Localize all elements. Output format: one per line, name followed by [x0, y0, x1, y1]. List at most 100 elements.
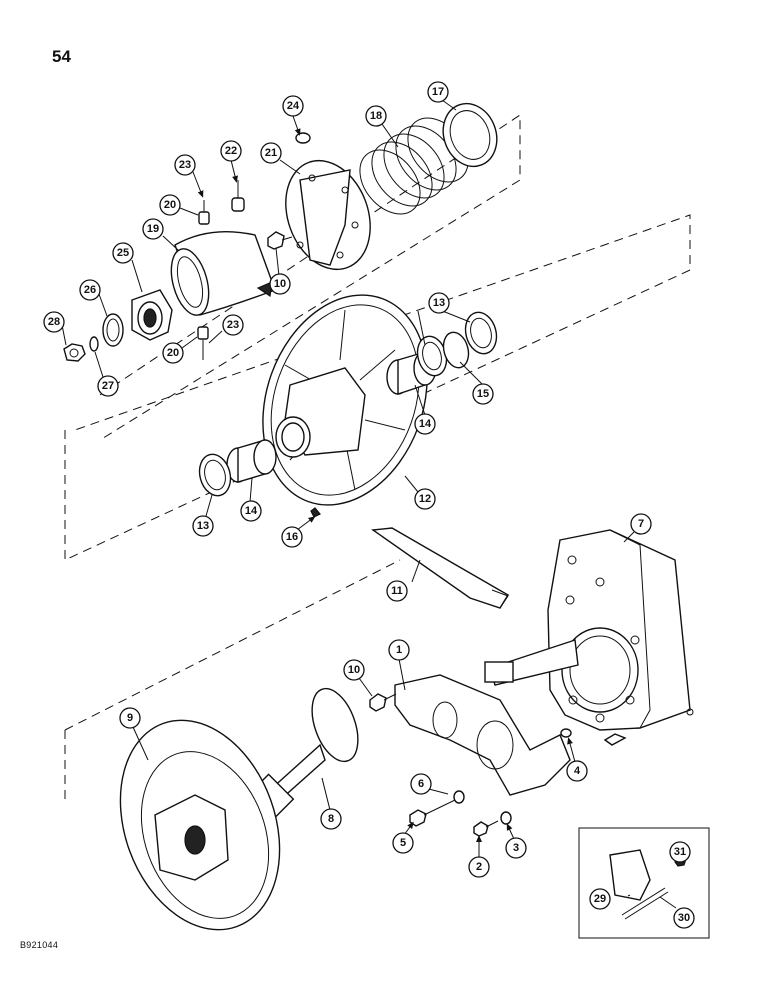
- part-bearing-hub-25: [131, 289, 173, 341]
- callout-29: 29: [589, 888, 611, 910]
- callout-23-upper: 23: [174, 154, 196, 176]
- drawing-code: B921044: [20, 940, 59, 950]
- callout-18: 18: [365, 105, 387, 127]
- svg-text:24: 24: [287, 100, 300, 112]
- callout-10-upper: 10: [269, 273, 291, 295]
- part-cam-plate-21: [285, 159, 371, 271]
- part-set-screw-20-lower: [197, 326, 209, 360]
- part-washer-3: [500, 811, 512, 825]
- svg-text:5: 5: [400, 837, 406, 849]
- svg-text:14: 14: [419, 418, 432, 430]
- part-nut-28: [63, 343, 86, 362]
- callout-13-right: 13: [428, 292, 450, 314]
- callout-3: 3: [505, 837, 527, 859]
- svg-text:14: 14: [245, 505, 258, 517]
- svg-text:1: 1: [396, 644, 402, 656]
- callout-12: 12: [414, 488, 436, 510]
- part-bushing-14-left: [226, 439, 277, 483]
- part-bolt-10-lower: [369, 693, 397, 712]
- svg-text:18: 18: [370, 110, 382, 122]
- callout-11: 11: [386, 580, 408, 602]
- svg-text:17: 17: [432, 86, 444, 98]
- svg-text:6: 6: [418, 778, 424, 790]
- svg-text:26: 26: [84, 284, 96, 296]
- svg-text:2: 2: [476, 861, 482, 873]
- part-bolt-2: [473, 820, 499, 837]
- part-sheave-12: [262, 294, 428, 506]
- callout-9: 9: [119, 707, 141, 729]
- svg-text:27: 27: [102, 380, 114, 392]
- svg-text:19: 19: [147, 223, 159, 235]
- callout-7: 7: [630, 513, 652, 535]
- svg-text:29: 29: [594, 893, 606, 905]
- callout-16: 16: [281, 526, 303, 548]
- part-washer-27: [89, 336, 99, 352]
- callout-30: 30: [673, 907, 695, 929]
- callout-27: 27: [97, 375, 119, 397]
- callout-23-lower: 23: [222, 314, 244, 336]
- callout-4: 4: [566, 760, 588, 782]
- svg-text:15: 15: [477, 388, 489, 400]
- svg-text:10: 10: [348, 664, 360, 676]
- part-fitting-16: [310, 507, 321, 518]
- part-seal-13-left: [198, 453, 232, 497]
- svg-text:8: 8: [328, 813, 334, 825]
- svg-text:7: 7: [638, 518, 644, 530]
- svg-text:12: 12: [419, 493, 431, 505]
- svg-text:16: 16: [286, 531, 298, 543]
- part-spring-18: [359, 117, 469, 215]
- part-seal-13-right-inner: [416, 335, 448, 377]
- callout-2: 2: [468, 856, 490, 878]
- leader-lines: [61, 99, 682, 909]
- svg-text:9: 9: [127, 712, 133, 724]
- callout-1: 1: [388, 639, 410, 661]
- callout-17: 17: [427, 81, 449, 103]
- callout-26: 26: [79, 279, 101, 301]
- svg-text:20: 20: [167, 347, 179, 359]
- svg-text:22: 22: [225, 145, 237, 157]
- callout-6: 6: [410, 773, 432, 795]
- dashed-group-lower: [64, 559, 401, 800]
- svg-text:23: 23: [227, 319, 239, 331]
- svg-text:13: 13: [197, 520, 209, 532]
- callout-10-lower: 10: [343, 659, 365, 681]
- part-shim-17: [442, 102, 498, 168]
- svg-text:13: 13: [433, 297, 445, 309]
- svg-text:20: 20: [164, 199, 176, 211]
- part-bolt-10-upper: [267, 231, 293, 250]
- part-belt-11: [371, 527, 509, 609]
- svg-text:28: 28: [48, 316, 60, 328]
- part-nut-24: [295, 132, 311, 144]
- part-ring-15: [442, 331, 470, 369]
- callout-19: 19: [142, 218, 164, 240]
- page-number: 54: [52, 47, 71, 66]
- callout-21: 21: [260, 142, 282, 164]
- callout-8: 8: [320, 808, 342, 830]
- part-set-screw-20-upper: [198, 200, 210, 225]
- callout-20-lower: 20: [162, 342, 184, 364]
- part-seal-13-right-outer: [464, 311, 498, 355]
- part-gearbox-housing-7: [484, 529, 694, 746]
- dashed-group-upper: [99, 114, 521, 441]
- callout-13-left: 13: [192, 515, 214, 537]
- callout-20-upper: 20: [159, 194, 181, 216]
- svg-text:10: 10: [274, 278, 286, 290]
- callout-5: 5: [392, 832, 414, 854]
- svg-text:30: 30: [678, 912, 690, 924]
- part-disc-9: [119, 719, 281, 931]
- svg-text:23: 23: [179, 159, 191, 171]
- svg-text:21: 21: [265, 147, 277, 159]
- svg-text:25: 25: [117, 247, 129, 259]
- callout-22: 22: [220, 140, 242, 162]
- callout-14-right: 14: [414, 413, 436, 435]
- part-bolt-5: [409, 799, 456, 827]
- svg-text:31: 31: [674, 846, 686, 858]
- callout-31: 31: [669, 841, 691, 863]
- part-bracket-1: [394, 674, 571, 796]
- callout-25: 25: [112, 242, 134, 264]
- part-sleeve-19: [170, 231, 276, 316]
- part-washer-6: [453, 790, 465, 804]
- callout-28: 28: [43, 311, 65, 333]
- part-screw-22: [231, 180, 245, 212]
